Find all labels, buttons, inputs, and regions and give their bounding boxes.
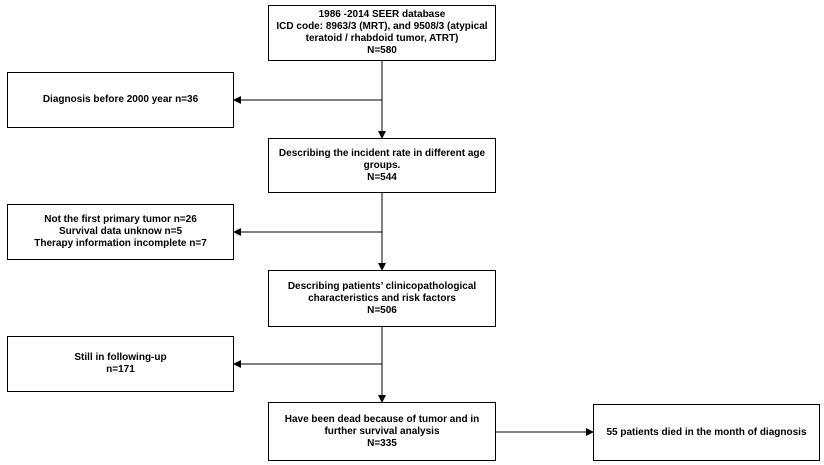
following-up-box: Still in following-up n=171 [7,336,234,392]
box-line: Survival data unknow n=5 [58,226,183,237]
box-line: further survival analysis [324,425,440,437]
primary-tumor-exclusion-box: Not the first primary tumor n=26 Surviva… [7,204,234,260]
box-line: Describing patients’ clinicopathological [287,280,477,292]
box-line: Therapy information incomplete n=7 [34,238,207,249]
box-line: teratoid / rhabdoid tumor, ATRT) [305,33,459,44]
incidence-rate-box: Describing the incident rate in differen… [268,138,496,193]
survival-analysis-box: Have been dead because of tumor and in f… [268,402,496,461]
box-line: Diagnosis before 2000 year n=36 [42,94,199,105]
box-line: 55 patients died in the month of diagnos… [606,426,807,438]
box-line: Not the first primary tumor n=26 [44,214,197,225]
box-line: N=580 [367,45,397,56]
box-line: Have been dead because of tumor and in [284,413,480,425]
box-line: Describing the incident rate in differen… [278,147,486,159]
died-month-box: 55 patients died in the month of diagnos… [593,404,820,461]
box-line: groups. [363,159,401,171]
box-line: N=335 [367,437,397,449]
box-line: Still in following-up [74,352,167,363]
box-line: 1986 -2014 SEER database [318,9,446,20]
box-line: n=171 [106,364,135,375]
box-line: N=506 [367,304,397,316]
box-line: N=544 [367,171,397,183]
box-line: characteristics and risk factors [308,292,456,304]
clinicopathological-box: Describing patients’ clinicopathological… [268,270,496,327]
box-line: ICD code: 8963/3 (MRT), and 9508/3 (atyp… [276,21,488,32]
seer-database-box: 1986 -2014 SEER database ICD code: 8963/… [268,5,496,61]
diagnosis-exclusion-box: Diagnosis before 2000 year n=36 [7,72,234,128]
